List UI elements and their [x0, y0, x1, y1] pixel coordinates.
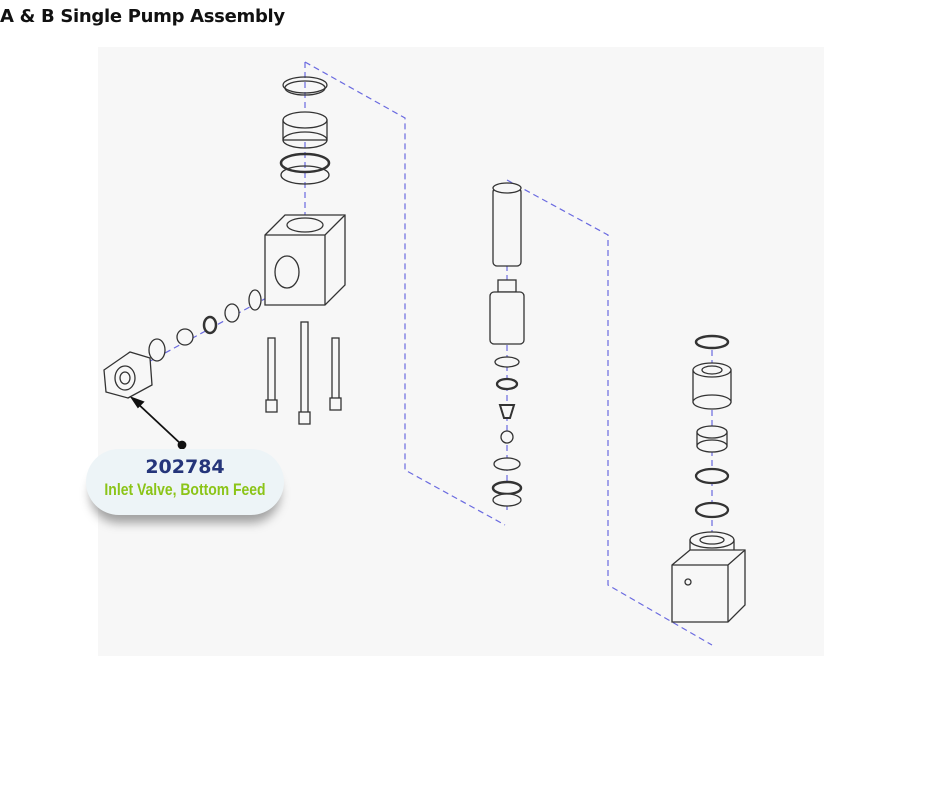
inlet-parts [103, 289, 262, 399]
part-description: Inlet Valve, Bottom Feed [104, 480, 266, 499]
page-title: A & B Single Pump Assembly [0, 6, 285, 27]
piston-parts [489, 182, 525, 507]
left-top-rings [279, 76, 331, 185]
callout-arrow [129, 396, 187, 450]
lower-parts [671, 334, 746, 623]
pump-block [264, 214, 346, 306]
bolts [265, 321, 342, 425]
alignment-lines [129, 61, 713, 646]
part-number: 202784 [145, 456, 225, 478]
part-callout[interactable]: 202784 Inlet Valve, Bottom Feed [86, 449, 284, 515]
